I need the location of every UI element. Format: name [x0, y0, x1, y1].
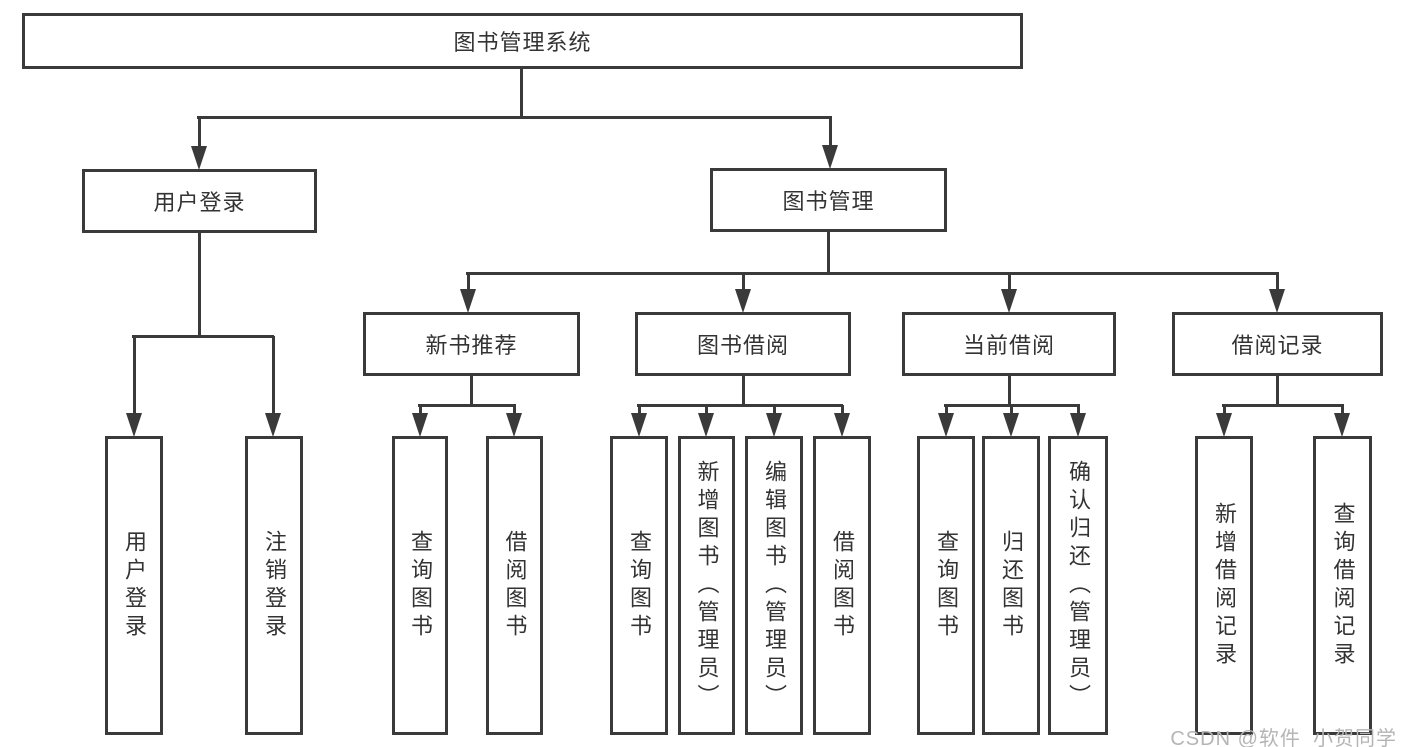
user-login-group-label: 用户登录 — [153, 190, 246, 215]
arrow-down-icon — [938, 413, 954, 437]
leaf-borrow-book-2-box: 借阅图书 — [813, 436, 871, 735]
leaf-query-borrow-record-label: 查询借阅记录 — [1330, 501, 1356, 670]
leaf-logout-label: 注销登录 — [262, 529, 287, 642]
arrow-down-icon — [822, 145, 838, 169]
new-book-recommend-label: 新书推荐 — [425, 333, 518, 358]
leaf-logout-box: 注销登录 — [245, 436, 303, 735]
connector-line — [826, 232, 830, 274]
csdn-watermark: CSDN @软件_小贺同学 — [1170, 728, 1397, 747]
connector-line — [132, 334, 274, 338]
book-management-label: 图书管理 — [782, 189, 875, 214]
connector-line — [1275, 376, 1279, 406]
book-management-box: 图书管理 — [710, 168, 947, 232]
connector-line — [197, 117, 201, 147]
connector-line — [197, 233, 201, 337]
arrow-down-icon — [126, 413, 142, 437]
connector-line — [637, 403, 843, 407]
connector-line — [466, 273, 470, 290]
leaf-add-book-box: 新增图书（管理员） — [678, 436, 735, 735]
leaf-borrow-book-2-label: 借阅图书 — [830, 529, 855, 642]
arrow-down-icon — [698, 413, 714, 437]
leaf-user-login-box: 用户登录 — [105, 436, 163, 735]
connector-line — [132, 336, 136, 414]
arrow-down-icon — [1216, 413, 1232, 437]
leaf-user-login-label: 用户登录 — [122, 529, 147, 642]
leaf-query-borrow-record-box: 查询借阅记录 — [1313, 436, 1372, 735]
book-borrow-label: 图书借阅 — [696, 333, 789, 358]
arrow-down-icon — [1003, 413, 1019, 437]
connector-line — [512, 405, 516, 414]
arrow-down-icon — [1001, 289, 1017, 313]
leaf-query-book-2-box: 查询图书 — [610, 436, 668, 735]
connector-line — [1009, 405, 1013, 414]
borrow-records-box: 借阅记录 — [1172, 312, 1383, 376]
connector-line — [1007, 273, 1011, 290]
borrow-records-label: 借阅记录 — [1231, 333, 1324, 358]
connector-line — [772, 405, 776, 414]
arrow-down-icon — [834, 413, 850, 437]
connector-line — [828, 117, 832, 146]
connector-line — [1076, 405, 1080, 414]
leaf-edit-book-label: 编辑图书（管理员） — [762, 459, 787, 712]
arrow-down-icon — [631, 413, 647, 437]
leaf-return-book-box: 归还图书 — [982, 436, 1040, 735]
leaf-borrow-book-1-label: 借阅图书 — [502, 529, 528, 642]
connector-line — [271, 336, 275, 414]
arrow-down-icon — [766, 413, 782, 437]
connector-line — [1222, 403, 1344, 407]
connector-line — [840, 405, 844, 414]
leaf-return-book-label: 归还图书 — [999, 529, 1024, 642]
connector-line — [418, 405, 422, 414]
connector-line — [1275, 273, 1279, 290]
arrow-down-icon — [1269, 289, 1285, 313]
connector-line — [944, 405, 948, 414]
connector-line — [637, 405, 641, 414]
arrow-down-icon — [265, 413, 281, 437]
leaf-confirm-return-label: 确认归还（管理员） — [1066, 459, 1091, 712]
new-book-recommend-box: 新书推荐 — [363, 312, 580, 376]
leaf-edit-book-box: 编辑图书（管理员） — [745, 436, 803, 735]
leaf-query-book-2-label: 查询图书 — [627, 529, 652, 642]
connector-line — [741, 273, 745, 290]
leaf-query-book-3-box: 查询图书 — [917, 436, 975, 735]
leaf-add-borrow-record-label: 新增借阅记录 — [1212, 501, 1237, 670]
connector-line — [469, 376, 473, 406]
root-box: 图书管理系统 — [22, 13, 1023, 69]
leaf-query-book-1-box: 查询图书 — [392, 436, 448, 735]
current-borrow-box: 当前借阅 — [902, 312, 1116, 376]
current-borrow-label: 当前借阅 — [962, 333, 1055, 358]
arrow-down-icon — [1334, 413, 1350, 437]
leaf-borrow-book-1-box: 借阅图书 — [486, 436, 543, 735]
leaf-add-book-label: 新增图书（管理员） — [694, 459, 720, 712]
leaf-query-book-3-label: 查询图书 — [934, 529, 959, 642]
arrow-down-icon — [1070, 413, 1086, 437]
arrow-down-icon — [506, 413, 522, 437]
book-borrow-box: 图书借阅 — [635, 312, 851, 376]
connector-line — [1007, 376, 1011, 406]
connector-line — [519, 69, 523, 118]
connector-line — [197, 115, 832, 119]
root-label: 图书管理系统 — [453, 30, 592, 55]
leaf-confirm-return-box: 确认归还（管理员） — [1048, 436, 1108, 735]
connector-line — [466, 271, 1279, 275]
arrow-down-icon — [412, 413, 428, 437]
arrow-down-icon — [735, 289, 751, 313]
connector-line — [741, 376, 745, 406]
arrow-down-icon — [191, 146, 207, 170]
connector-line — [418, 403, 516, 407]
connector-line — [1340, 405, 1344, 414]
user-login-group-box: 用户登录 — [82, 169, 317, 233]
connector-line — [704, 405, 708, 414]
arrow-down-icon — [460, 289, 476, 313]
connector-line — [1222, 405, 1226, 414]
leaf-add-borrow-record-box: 新增借阅记录 — [1195, 436, 1253, 735]
leaf-query-book-1-label: 查询图书 — [408, 529, 433, 642]
